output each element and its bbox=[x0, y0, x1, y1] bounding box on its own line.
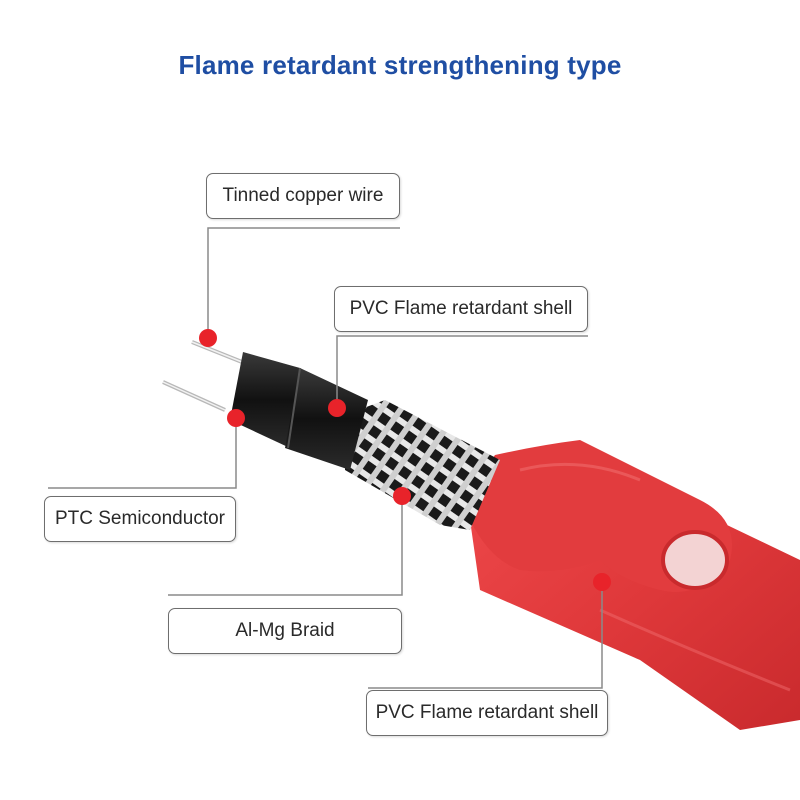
label-al-mg-braid: Al-Mg Braid bbox=[168, 608, 402, 654]
label-pvc-outer-shell: PVC Flame retardant shell bbox=[366, 690, 608, 736]
markers bbox=[199, 329, 611, 591]
al-mg-braid bbox=[345, 400, 500, 530]
marker-tinned-copper-wire bbox=[199, 329, 217, 347]
inner-black-jacket bbox=[230, 352, 368, 470]
label-tinned-copper-wire: Tinned copper wire bbox=[206, 173, 400, 219]
marker-al-mg-braid bbox=[393, 487, 411, 505]
marker-pvc-outer-shell bbox=[593, 573, 611, 591]
marker-pvc-inner-shell bbox=[328, 399, 346, 417]
outer-red-jacket bbox=[470, 440, 800, 730]
marker-ptc-semiconductor bbox=[227, 409, 245, 427]
leader-lines bbox=[48, 227, 603, 689]
diagram-title: Flame retardant strengthening type bbox=[178, 50, 622, 80]
label-ptc-semiconductor: PTC Semiconductor bbox=[44, 496, 236, 542]
label-pvc-inner-shell: PVC Flame retardant shell bbox=[334, 286, 588, 332]
